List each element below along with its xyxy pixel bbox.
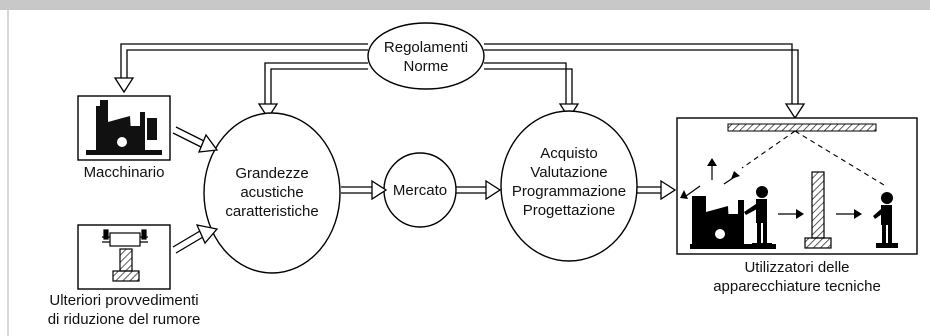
worker-icon bbox=[744, 186, 772, 248]
regulation-arrowheads bbox=[113, 77, 806, 120]
purchase-line-4: Progettazione bbox=[522, 202, 616, 219]
purchase-line-3: Programmazione bbox=[511, 183, 627, 200]
acoustic-line-2: acustiche bbox=[240, 184, 304, 201]
machinery-label: Macchinario bbox=[83, 164, 165, 181]
machinery-box bbox=[77, 95, 171, 161]
second-worker-icon bbox=[873, 192, 898, 248]
market-label: Mercato bbox=[392, 182, 448, 199]
arrow-purchase-to-users bbox=[660, 179, 677, 201]
purchase-line-2: Valutazione bbox=[530, 164, 608, 181]
acoustic-line-1: Grandezze bbox=[235, 165, 309, 182]
noise-reduction-label: Ulteriori provvedimenti di riduzione del… bbox=[34, 291, 214, 329]
noise-reduction-line-1: Ulteriori provvedimenti bbox=[49, 292, 199, 309]
ceiling-absorber bbox=[727, 123, 877, 132]
workplace-box bbox=[676, 117, 918, 255]
acoustic-ellipse bbox=[203, 112, 341, 274]
barrier-icon bbox=[804, 171, 832, 249]
machinery-icon bbox=[86, 100, 162, 155]
regulations-line-1: Regolamenti bbox=[383, 39, 469, 56]
sound-paths bbox=[741, 130, 885, 186]
regulations-line-2: Norme bbox=[403, 58, 449, 75]
left-border bbox=[7, 10, 9, 336]
noise-reduction-icon bbox=[102, 229, 148, 282]
acoustic-label: Grandezze acustiche caratteristiche bbox=[204, 164, 340, 221]
users-label: Utilizzatori delle apparecchiature tecni… bbox=[702, 258, 892, 296]
users-line-2: apparecchiature tecniche bbox=[713, 278, 881, 295]
noise-reduction-line-2: di riduzione del rumore bbox=[47, 311, 201, 328]
workplace-scene-icon bbox=[680, 158, 804, 249]
arrow-market-to-purchase bbox=[485, 179, 502, 201]
top-border bbox=[0, 0, 930, 10]
users-line-1: Utilizzatori delle bbox=[744, 259, 850, 276]
noise-reduction-box bbox=[77, 224, 171, 290]
regulation-connectors bbox=[120, 43, 799, 104]
arrow-acoustic-to-market bbox=[371, 179, 388, 201]
arrow-machinery-to-acoustic bbox=[197, 133, 219, 153]
regulations-label: Regolamenti Norme bbox=[368, 38, 484, 76]
arrow-to-acoustic bbox=[257, 103, 279, 120]
arrow-reduction-to-acoustic bbox=[195, 224, 219, 245]
acoustic-line-3: caratteristiche bbox=[225, 203, 319, 220]
arrow-to-users bbox=[784, 103, 806, 120]
arrow-to-machinery bbox=[113, 77, 135, 94]
purchase-label: Acquisto Valutazione Programmazione Prog… bbox=[501, 144, 637, 220]
purchase-ellipse bbox=[500, 110, 638, 262]
purchase-line-1: Acquisto bbox=[540, 145, 598, 162]
regulations-ellipse bbox=[367, 22, 485, 90]
